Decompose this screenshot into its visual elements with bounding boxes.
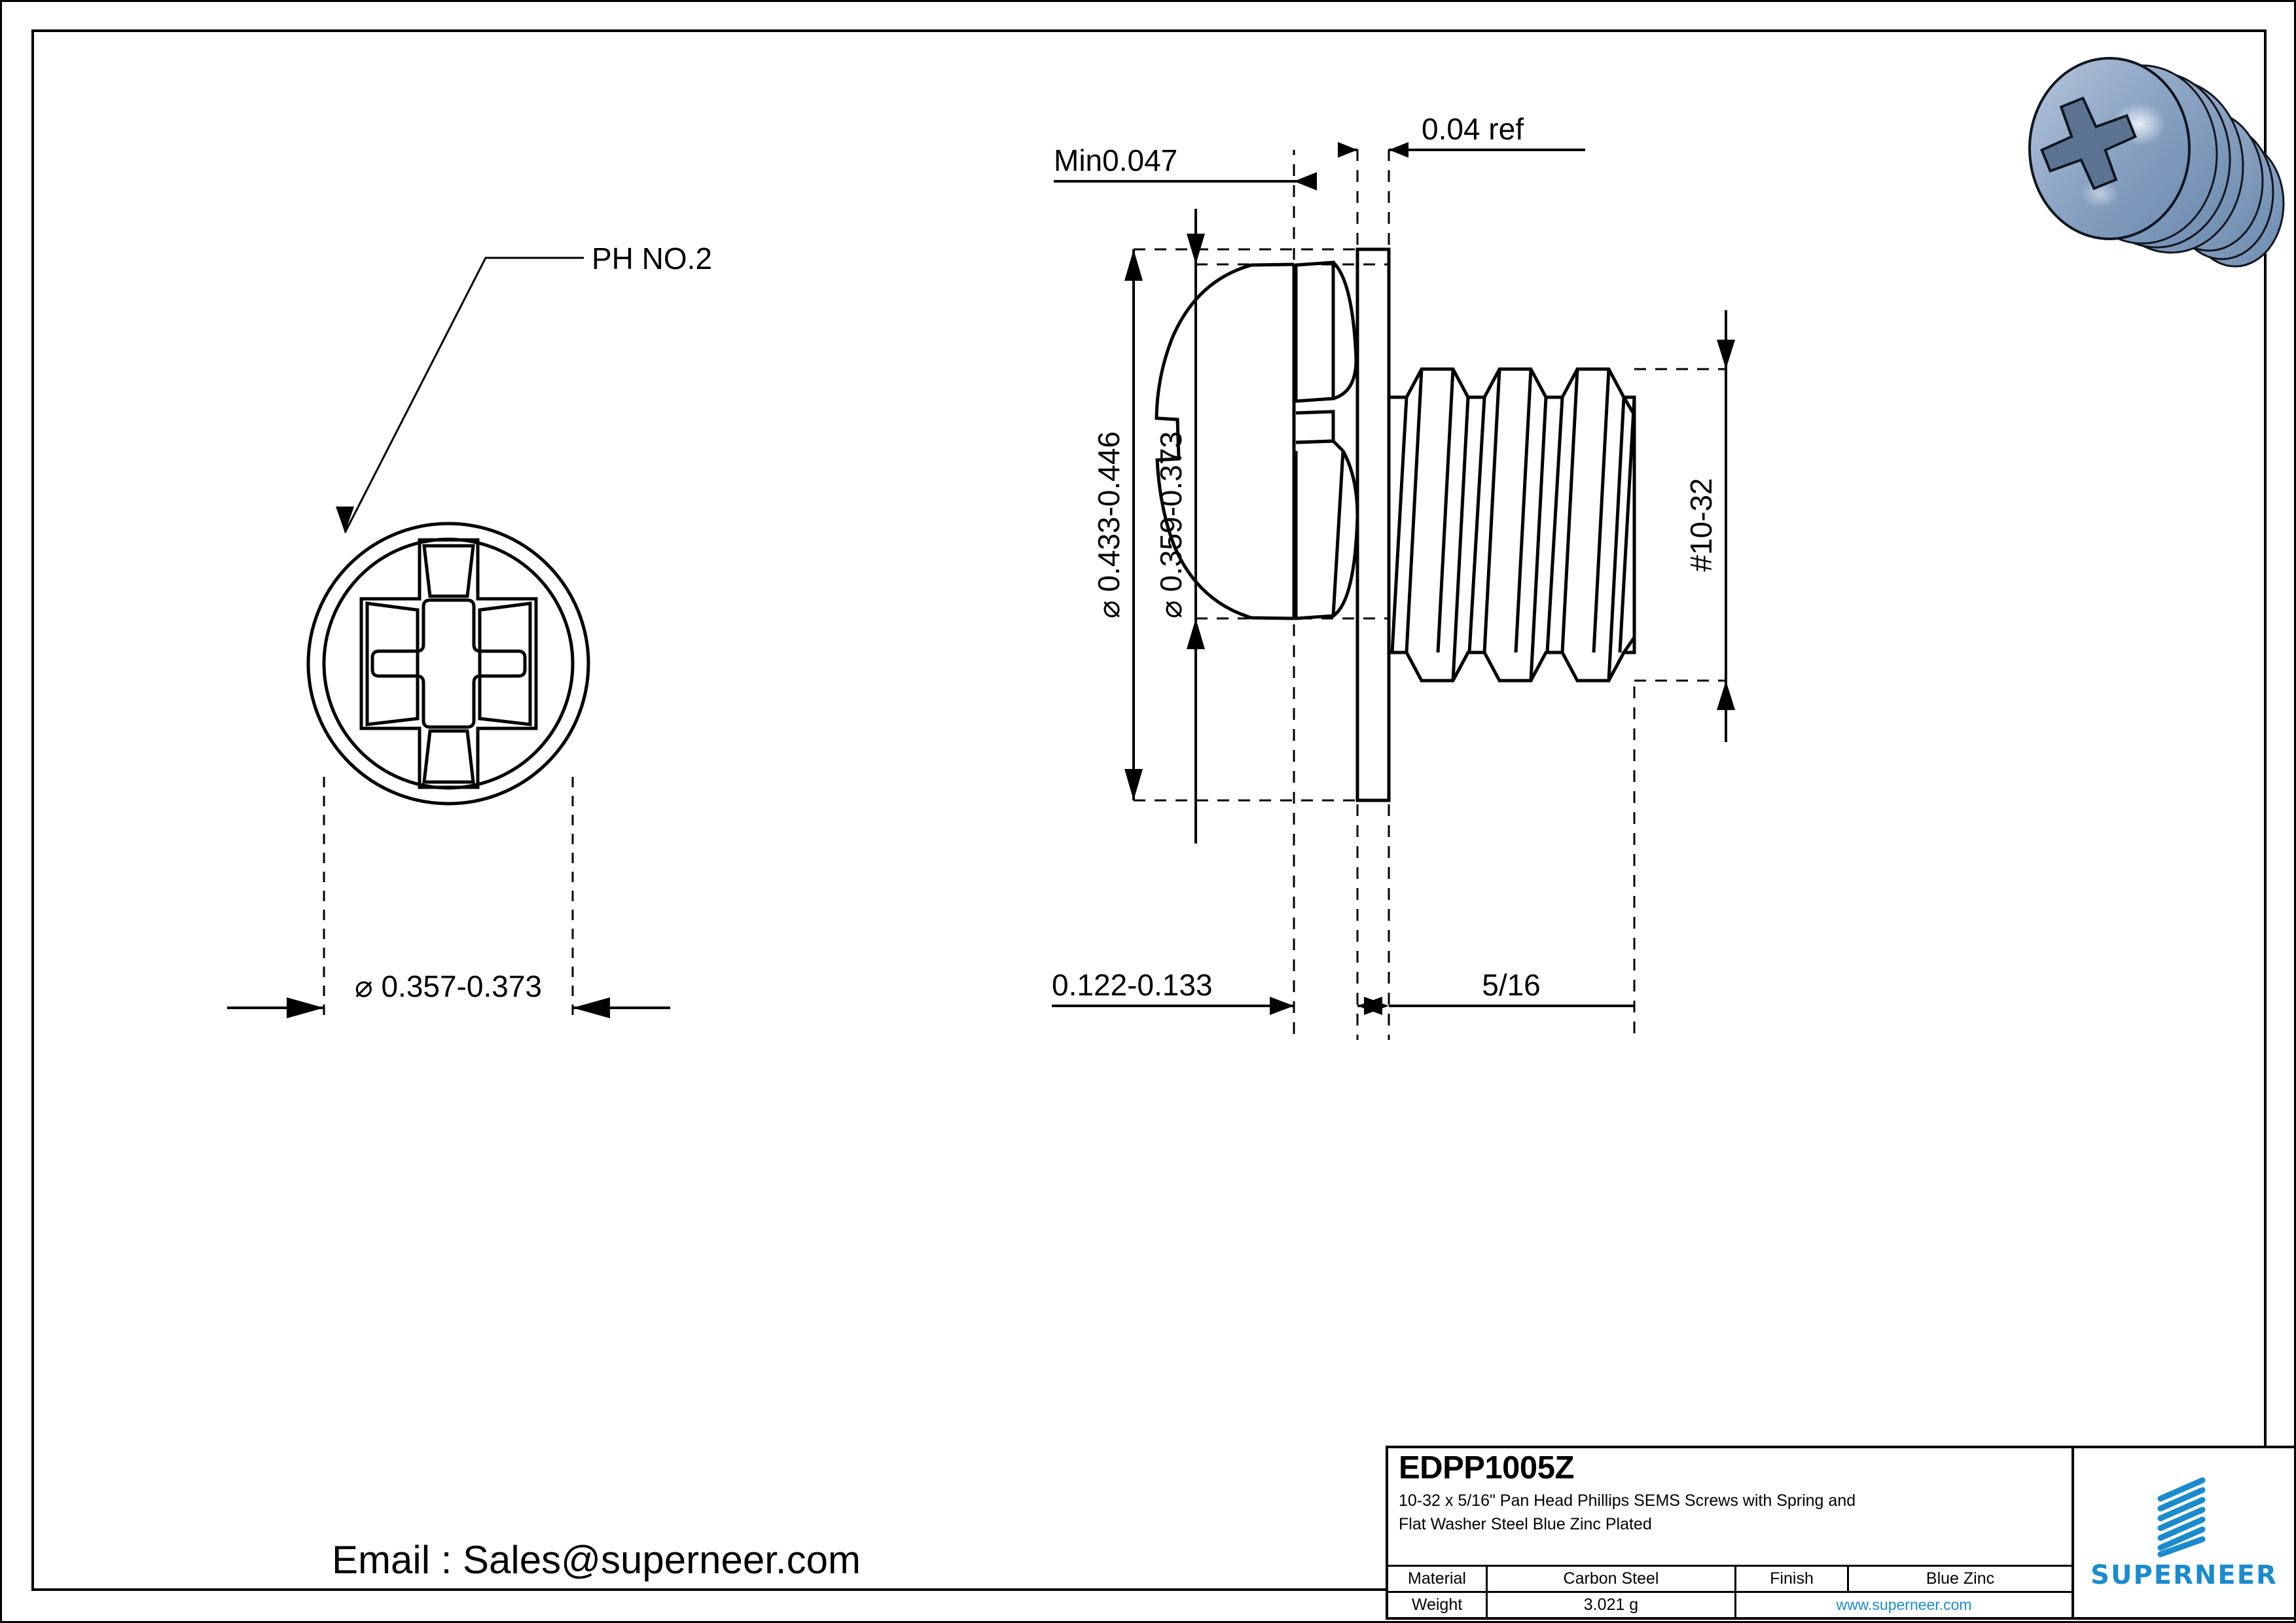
website-link[interactable]: www.superneer.com bbox=[1836, 1596, 1972, 1613]
contact-email: Email : Sales@superneer.com bbox=[332, 1538, 861, 1582]
side-section-view: Min0.047 0.04 ref ⌀ 0.433-0.446 bbox=[1052, 112, 1735, 1040]
part-description-line1: 10-32 x 5/16" Pan Head Phillips SEMS Scr… bbox=[1399, 1491, 1856, 1510]
head-height-dimension bbox=[1052, 997, 1294, 1015]
thread-length-dimension-text: 5/16 bbox=[1482, 968, 1541, 1002]
screw-3d-render bbox=[2028, 57, 2285, 268]
washer-thickness-dimension-text: 0.04 ref bbox=[1422, 112, 1524, 146]
phillips-recess-cross bbox=[359, 538, 538, 789]
spring-lock-washer-profile bbox=[1292, 260, 1359, 620]
construction-lines bbox=[1134, 143, 1726, 1040]
material-row: Material Carbon Steel Finish Blue Zinc bbox=[1388, 1567, 2072, 1593]
weight-value: 3.021 g bbox=[1488, 1593, 1736, 1617]
thread-size-dimension-text: #10-32 bbox=[1684, 478, 1718, 571]
title-block: EDPP1005Z 10-32 x 5/16" Pan Head Phillip… bbox=[1386, 1446, 2296, 1620]
washer-od-dimension bbox=[1124, 249, 1143, 800]
front-circular-view: PH NO.2 ⌀ 0.357-0.373 bbox=[227, 241, 712, 1018]
material-value: Carbon Steel bbox=[1488, 1567, 1736, 1591]
head-height-dimension-text: 0.122-0.133 bbox=[1052, 968, 1213, 1002]
brand-logo-cell: SUPERNEER bbox=[2074, 1448, 2294, 1617]
part-description-line2: Flat Washer Steel Blue Zinc Plated bbox=[1399, 1515, 1652, 1534]
thread-size-dimension bbox=[1717, 310, 1735, 742]
washer-thickness-dimension bbox=[1338, 142, 1585, 158]
brand-wordmark: SUPERNEER bbox=[2090, 1560, 2278, 1590]
washer-od-dimension-text: ⌀ 0.433-0.446 bbox=[1092, 431, 1126, 618]
head-od-dimension-text: ⌀ 0.359-0.373 bbox=[1154, 431, 1188, 618]
part-description: 10-32 x 5/16" Pan Head Phillips SEMS Scr… bbox=[1399, 1489, 2053, 1537]
head-diameter-dimension-text: ⌀ 0.357-0.373 bbox=[355, 969, 542, 1003]
part-number: EDPP1005Z bbox=[1399, 1450, 1574, 1486]
title-block-description-area: EDPP1005Z 10-32 x 5/16" Pan Head Phillip… bbox=[1388, 1448, 2072, 1567]
render-phillips-cross bbox=[2040, 96, 2137, 190]
drive-callout-leader bbox=[336, 257, 584, 533]
thread-length-dimension bbox=[1357, 997, 1634, 1015]
min-depth-dimension bbox=[1054, 172, 1317, 190]
flat-washer-profile bbox=[1355, 247, 1391, 802]
weight-row: Weight 3.021 g www.superneer.com bbox=[1388, 1593, 2072, 1617]
material-label: Material bbox=[1388, 1567, 1488, 1591]
head-od-dimension bbox=[1187, 209, 1205, 844]
finish-label: Finish bbox=[1736, 1567, 1849, 1591]
min-depth-dimension-text: Min0.047 bbox=[1054, 143, 1177, 177]
head-outer-circle bbox=[306, 522, 590, 806]
head-diameter-dimension-line bbox=[227, 997, 670, 1018]
drive-callout-text: PH NO.2 bbox=[592, 241, 712, 276]
threaded-shank bbox=[1389, 367, 1636, 683]
superneer-logo-mark bbox=[2157, 1477, 2206, 1558]
drawing-frame: PH NO.2 ⌀ 0.357-0.373 bbox=[31, 29, 2296, 1620]
title-block-info: EDPP1005Z 10-32 x 5/16" Pan Head Phillip… bbox=[1388, 1448, 2074, 1617]
weight-label: Weight bbox=[1388, 1593, 1488, 1617]
finish-value: Blue Zinc bbox=[1926, 1569, 1995, 1588]
